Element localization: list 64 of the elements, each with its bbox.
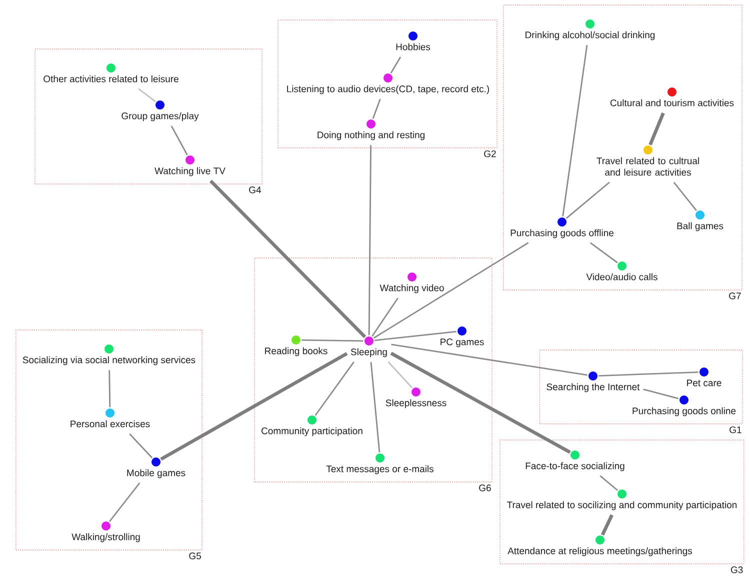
node-label: Text messages or e-mails (326, 465, 434, 474)
group-label: G6 (479, 484, 491, 492)
node-label: Searching the Internet (546, 383, 640, 392)
node-label: Purchasing goods online (632, 407, 736, 416)
node-label: Travel related to cultrual and leisure activities (596, 157, 699, 176)
node-label: Personal exercises (70, 420, 150, 428)
connector-line (372, 298, 398, 337)
connector-line (562, 45, 588, 216)
connector-line (138, 88, 156, 102)
node-label: Purchasing goods offline (510, 229, 614, 238)
connector-line (160, 352, 348, 461)
group-label: G3 (730, 566, 743, 574)
connector-line (648, 112, 665, 146)
connector-line (390, 56, 402, 74)
group-label: G7 (729, 292, 741, 300)
node-label: Attendance at religious meetings/gatherings (508, 547, 692, 556)
node-label: Travel related to socilizing and community participation (507, 501, 737, 510)
connector-line (314, 362, 354, 416)
node-label: Listening to audio devices(CD, tape, record etc.) (287, 85, 490, 94)
connector-line (302, 339, 364, 342)
group-label: G5 (189, 552, 201, 560)
connector-line (373, 242, 529, 339)
connector-line (391, 344, 588, 376)
node-label: Reading books (265, 347, 328, 356)
node-label: Face-to-face socializing (526, 462, 624, 472)
node-label: Other activities related to leisure (44, 75, 178, 82)
node-label: Video/audio calls (586, 273, 658, 280)
node-label: Community participation (262, 427, 362, 436)
node-label: Walking/strolling (72, 533, 140, 542)
node-label: Watching live TV (154, 167, 226, 176)
node-label: Sleeplessness (386, 399, 446, 408)
node-label: Ball games (677, 222, 724, 232)
connector-line (600, 475, 618, 491)
node-label: Pet care (687, 380, 722, 386)
node-label: Mobile games (127, 469, 186, 478)
node-label: Sleeping (350, 348, 387, 358)
connector-line (598, 372, 698, 376)
connector-line (372, 98, 381, 119)
node-label: Group games/play (122, 112, 199, 122)
connector-line (600, 514, 614, 536)
connector-line (368, 145, 372, 336)
connector-line (170, 126, 188, 156)
connector-line (390, 352, 571, 454)
connector-line (388, 361, 413, 388)
connector-line (643, 388, 679, 400)
node-label: Hobbies (396, 43, 430, 50)
connector-line (129, 433, 153, 458)
group-label: G1 (730, 426, 742, 434)
node-label: Watching video (380, 284, 444, 294)
node-label: Drinking alcohol/social drinking (526, 31, 655, 40)
connector-line (209, 180, 366, 338)
connector-line (673, 182, 697, 211)
connector-line (108, 370, 111, 408)
node-label: Socializing via social networking services (22, 356, 196, 366)
node-label: PC games (440, 338, 484, 348)
connector-line (590, 242, 618, 264)
connector-line (108, 482, 140, 522)
connector-line (370, 362, 380, 452)
node-label: Doing nothing and resting (318, 131, 424, 140)
group-label: G4 (249, 186, 262, 194)
group-label: G2 (484, 150, 496, 158)
connector-line (566, 182, 610, 219)
connector-line (374, 330, 456, 342)
node-label: Cultural and tourism activities (610, 99, 734, 106)
